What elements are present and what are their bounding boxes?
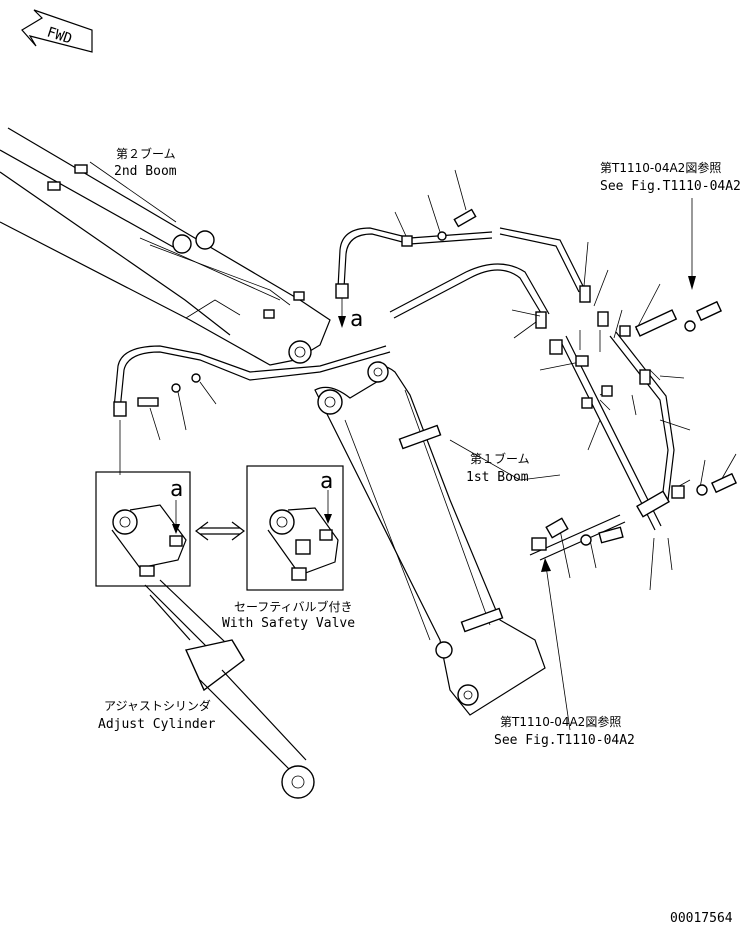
double-arrow: [195, 521, 245, 541]
reference-arrows: [541, 198, 696, 731]
see-fig-bottom-en: See Fig.T1110-04A2: [494, 733, 635, 748]
fwd-label: FWD: [45, 24, 74, 47]
second-boom-jp: 第２ブーム: [116, 146, 176, 161]
inset-standard: [95, 471, 191, 587]
inset-safety-valve: [246, 465, 344, 591]
adjust-cylinder-jp: アジャストシリンダ: [104, 698, 211, 713]
fwd-direction-marker: FWD: [21, 9, 93, 53]
adjust-cylinder-en: Adjust Cylinder: [98, 717, 216, 732]
right-hardware: [580, 300, 738, 546]
see-fig-top-en: See Fig.T1110-04A2: [600, 179, 741, 194]
ref-a-inset1: a: [170, 477, 183, 502]
safety-valve-en: With Safety Valve: [222, 616, 355, 631]
first-boom-jp: 第１ブーム: [470, 451, 530, 466]
first-boom-en: 1st Boom: [466, 470, 529, 485]
ref-a-inset2: a: [320, 469, 333, 494]
ref-a-main: a: [350, 307, 363, 332]
hose-lines-upper: [113, 227, 591, 417]
label-leaders: [89, 161, 561, 481]
safety-valve-jp: セーフティバルブ付き: [234, 599, 353, 614]
see-fig-bottom-jp: 第T1110-04A2図参照: [500, 714, 621, 729]
first-boom-pipes: [398, 309, 685, 633]
drawing-number: 00017564: [670, 911, 733, 926]
second-boom: [0, 127, 331, 366]
first-boom: [314, 361, 546, 716]
leader-lines: [149, 169, 737, 591]
adjust-cylinder: [144, 579, 315, 799]
text-labels: 第２ブーム 2nd Boom 第T1110-04A2図参照 See Fig.T1…: [98, 146, 741, 926]
ref-a-main-arrow: [338, 298, 346, 328]
second-boom-en: 2nd Boom: [114, 164, 177, 179]
see-fig-top-jp: 第T1110-04A2図参照: [600, 160, 721, 175]
top-hardware: [137, 208, 477, 407]
